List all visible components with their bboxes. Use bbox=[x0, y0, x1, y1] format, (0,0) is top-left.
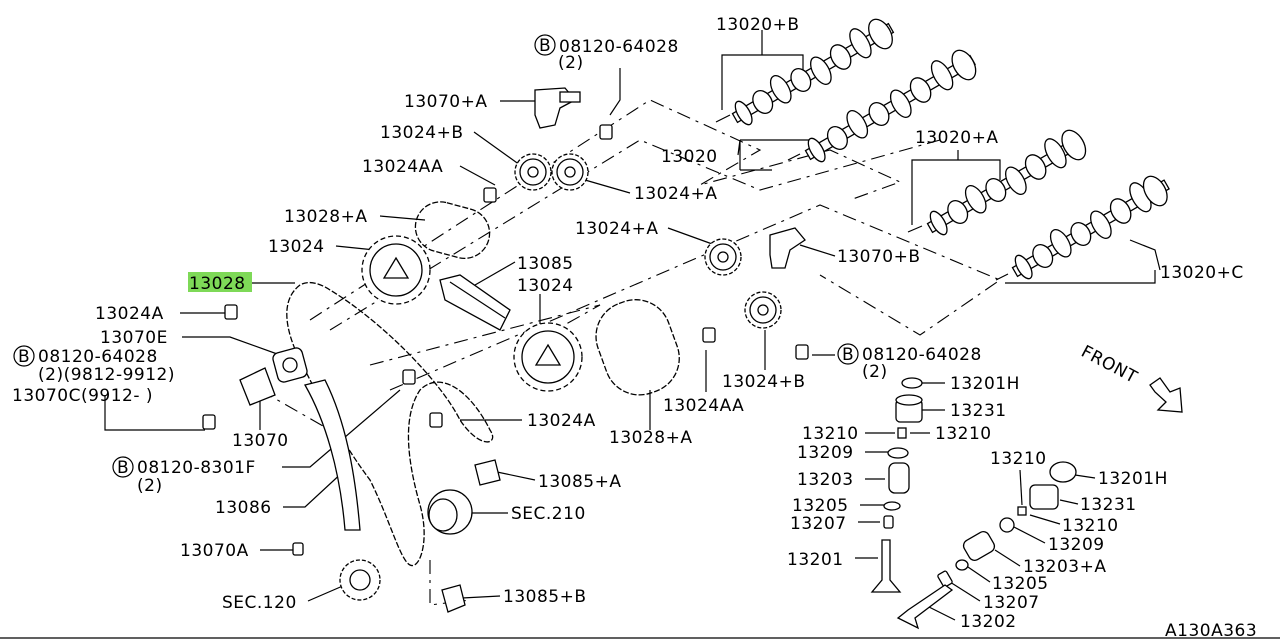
label-13070: 13070 bbox=[232, 431, 289, 451]
label-13020c: 13020+C bbox=[1160, 263, 1244, 283]
front-arrow-icon bbox=[1149, 377, 1183, 413]
label-13210-c: 13210 bbox=[990, 449, 1047, 469]
label-13070c: 13070C(9912- ) bbox=[12, 386, 153, 406]
label-13202: 13202 bbox=[960, 612, 1017, 632]
label-13024a-mid: 13024+A bbox=[575, 219, 658, 239]
bolt-symbol-b2: B bbox=[18, 347, 30, 367]
highlight-13028 bbox=[188, 272, 252, 292]
label-2-b: (2)(9812-9912) bbox=[38, 365, 175, 385]
part-labels: 13020+B 08120-64028 (2) 13070+A 13024+B … bbox=[12, 15, 1257, 640]
sprocket-13024a-mid bbox=[704, 238, 742, 276]
tensioner-13070b bbox=[769, 227, 806, 269]
label-13203a: 13203+A bbox=[1023, 557, 1106, 577]
label-13024b-bot: 13024+B bbox=[722, 372, 806, 392]
valve-parts bbox=[870, 377, 1077, 630]
label-13024-mid: 13024 bbox=[517, 276, 574, 296]
guide-13086 bbox=[304, 379, 361, 531]
bolt-symbols: B B B B bbox=[13, 34, 859, 478]
label-13024aa-top: 13024AA bbox=[362, 157, 443, 177]
camshaft-13020c bbox=[1011, 175, 1170, 280]
bolts bbox=[202, 124, 809, 556]
camshaft-13020 bbox=[804, 49, 977, 163]
label-13201: 13201 bbox=[787, 550, 844, 570]
gasket-13070e bbox=[272, 347, 308, 383]
label-13020: 13020 bbox=[661, 147, 718, 167]
label-08120-a: 08120-64028 bbox=[559, 37, 679, 57]
chain-13028a-bot bbox=[595, 299, 680, 396]
label-13086: 13086 bbox=[215, 498, 272, 518]
sprocket-13024b-top bbox=[514, 153, 552, 191]
label-13070a-bot: 13070A bbox=[180, 541, 249, 561]
label-sec120: SEC.120 bbox=[222, 593, 297, 613]
label-13024a-r1: 13024+A bbox=[634, 184, 717, 204]
bolt-symbol-b4: B bbox=[117, 458, 129, 478]
sprocket-13024b-bot bbox=[744, 291, 782, 329]
label-13085a: 13085+A bbox=[538, 472, 621, 492]
chain-13028a-top bbox=[414, 201, 491, 260]
label-13231-2: 13231 bbox=[1080, 495, 1137, 515]
label-08120-b: 08120-64028 bbox=[38, 347, 158, 367]
label-13209-1: 13209 bbox=[797, 443, 854, 463]
label-13210-d: 13210 bbox=[1062, 516, 1119, 536]
label-13028a-bot: 13028+A bbox=[609, 428, 692, 448]
camshaft-13020a bbox=[926, 129, 1087, 236]
label-13207-1: 13207 bbox=[790, 514, 847, 534]
label-13210-a: 13210 bbox=[802, 424, 859, 444]
sprocket-13024a-top bbox=[551, 153, 589, 191]
label-08120-d: 08120-8301F bbox=[137, 458, 256, 478]
label-13205-1: 13205 bbox=[792, 496, 849, 516]
label-2-d: (2) bbox=[137, 476, 163, 496]
label-13085b: 13085+B bbox=[503, 587, 587, 607]
guide-13085a bbox=[474, 459, 501, 486]
label-2-a: (2) bbox=[558, 53, 584, 73]
sec210-pump bbox=[427, 489, 473, 535]
tensioner-13070 bbox=[239, 367, 276, 406]
label-08120-c: 08120-64028 bbox=[862, 345, 982, 365]
sprocket-13024-left bbox=[361, 235, 431, 305]
label-2-c: (2) bbox=[862, 362, 888, 382]
sprocket-sec120 bbox=[339, 559, 381, 601]
bolt-symbol-b3: B bbox=[842, 345, 854, 365]
label-13024a-bot: 13024A bbox=[527, 411, 596, 431]
tensioner-13070a bbox=[534, 87, 581, 129]
label-13028a-top: 13028+A bbox=[284, 207, 367, 227]
label-13203: 13203 bbox=[797, 470, 854, 490]
guide-13085b bbox=[441, 584, 466, 613]
label-13070e: 13070E bbox=[100, 328, 168, 348]
label-13020b: 13020+B bbox=[716, 15, 800, 35]
diagram-code: A130A363 bbox=[1165, 621, 1257, 640]
label-13024aa-bot: 13024AA bbox=[663, 396, 744, 416]
label-13028: 13028 bbox=[189, 274, 246, 294]
label-13201h-2: 13201H bbox=[1098, 469, 1168, 489]
camshaft-13020b bbox=[731, 18, 895, 126]
leader-lines bbox=[0, 30, 1280, 639]
label-13070a-top: 13070+A bbox=[404, 92, 487, 112]
label-13085: 13085 bbox=[517, 254, 574, 274]
label-13210-b: 13210 bbox=[935, 424, 992, 444]
bolt-symbol-b1: B bbox=[539, 36, 551, 56]
label-13209-2: 13209 bbox=[1048, 535, 1105, 555]
label-13231-1: 13231 bbox=[950, 401, 1007, 421]
label-sec210: SEC.210 bbox=[511, 504, 586, 524]
label-13024a-left: 13024A bbox=[95, 304, 164, 324]
label-13070b: 13070+B bbox=[837, 247, 921, 267]
label-front: FRONT bbox=[1078, 342, 1141, 388]
tensioner-13085 bbox=[439, 274, 511, 331]
label-13024b-top: 13024+B bbox=[380, 123, 464, 143]
sprocket-13024-mid bbox=[513, 322, 583, 392]
label-13207-2: 13207 bbox=[983, 593, 1040, 613]
label-13020a: 13020+A bbox=[915, 128, 998, 148]
label-13024-left: 13024 bbox=[268, 237, 325, 257]
label-13201h-1: 13201H bbox=[950, 374, 1020, 394]
label-13205-2: 13205 bbox=[992, 574, 1049, 594]
